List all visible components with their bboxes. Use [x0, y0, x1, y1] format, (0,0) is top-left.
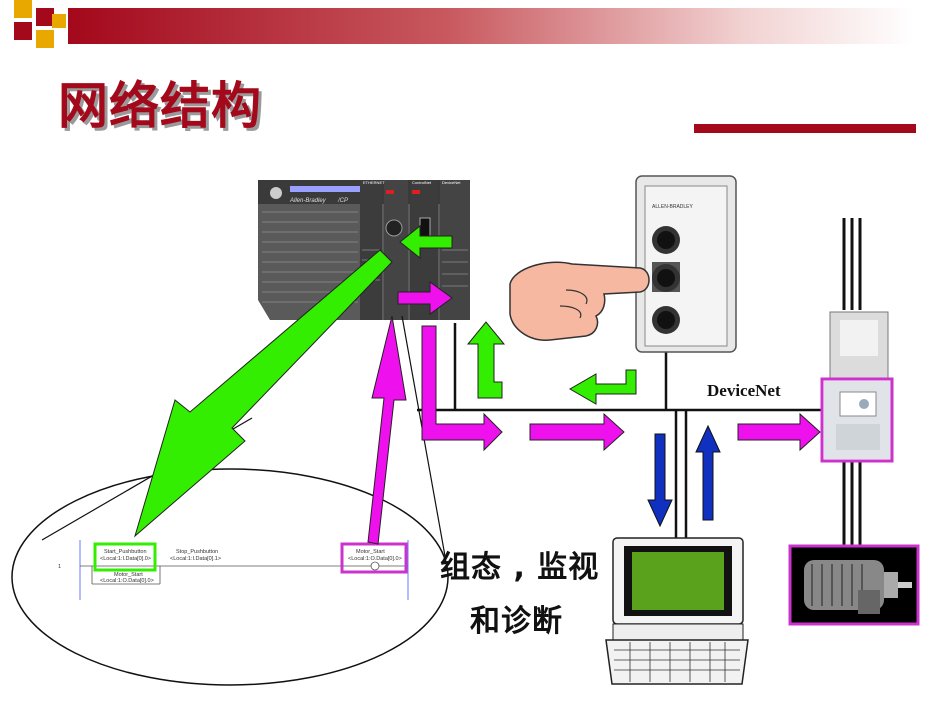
green-arrow-up [466, 321, 506, 399]
motor-starter [824, 218, 892, 545]
ladder-branch-addr: <Local:1:O.Data[0].0> [100, 578, 154, 584]
green-arrow-to-ladder [134, 249, 393, 538]
ladder-contact1-addr: <Local:1:I.Data[0].0> [100, 556, 151, 562]
blue-arrow-down [647, 433, 673, 528]
blue-arrow-up [695, 424, 721, 521]
decor-square [52, 14, 66, 28]
ladder-callout: 1 Start_Pushbutton <Local:1:I.Data[0].0>… [11, 315, 449, 686]
ladder-branch-name: Motor_Start [114, 572, 143, 578]
pushbutton-brand-label: ALLEN-BRADLEY [652, 204, 694, 210]
decor-square [36, 8, 54, 26]
ladder-rung-number: 1 [58, 564, 61, 570]
plc-brand-label: Allen-Bradley [289, 198, 327, 204]
plc-module-label: ETHERNET [363, 180, 385, 185]
ladder-coil-addr: <Local:1:O.Data[0].0> [348, 556, 402, 562]
computer-terminal [605, 537, 749, 685]
motor [788, 544, 920, 626]
plc-module-label: ControlNet [412, 180, 432, 185]
caption-line2: 和诊断 [470, 604, 563, 639]
magenta-arrow-to-starter [737, 412, 821, 452]
magenta-arrow-to-plc [367, 315, 407, 545]
magenta-arrow-bend [421, 325, 503, 452]
hand-icon [509, 261, 650, 341]
plc-module-label: DeviceNet [442, 180, 461, 185]
magenta-arrow-plc-output [397, 281, 453, 315]
decor-square [14, 0, 32, 18]
pushbutton-station: ALLEN-BRADLEY [635, 175, 737, 353]
caption-line1: 组态 , 监视 [440, 550, 600, 585]
plc-controller: Allen-Bradley /CP ETHERNET ControlNet De… [258, 180, 470, 320]
green-arrow-from-pushbutton [568, 369, 637, 405]
devicenet-label: DeviceNet [707, 381, 781, 400]
ladder-coil-name: Motor_Start [356, 549, 385, 555]
slide-title: 网络结构 [58, 77, 262, 135]
plc-model-label: /CP [337, 198, 348, 204]
ladder-contact2-name: Stop_Pushbutton [176, 549, 218, 555]
decor-square [14, 22, 32, 40]
green-arrow-into-plc [399, 224, 453, 260]
ladder-contact1-name: Start_Pushbutton [104, 549, 147, 555]
magenta-arrow-middle [529, 412, 625, 452]
title-underline [694, 124, 916, 133]
header-gradient-bar [68, 8, 914, 44]
devicenet-trunk [417, 323, 822, 540]
motor-start-highlight [340, 542, 408, 574]
starter-highlight-box [820, 377, 894, 463]
start-pushbutton-highlight [93, 542, 157, 572]
decor-square [36, 30, 54, 48]
ladder-contact2-addr: <Local:1:I.Data[0].1> [170, 556, 221, 562]
